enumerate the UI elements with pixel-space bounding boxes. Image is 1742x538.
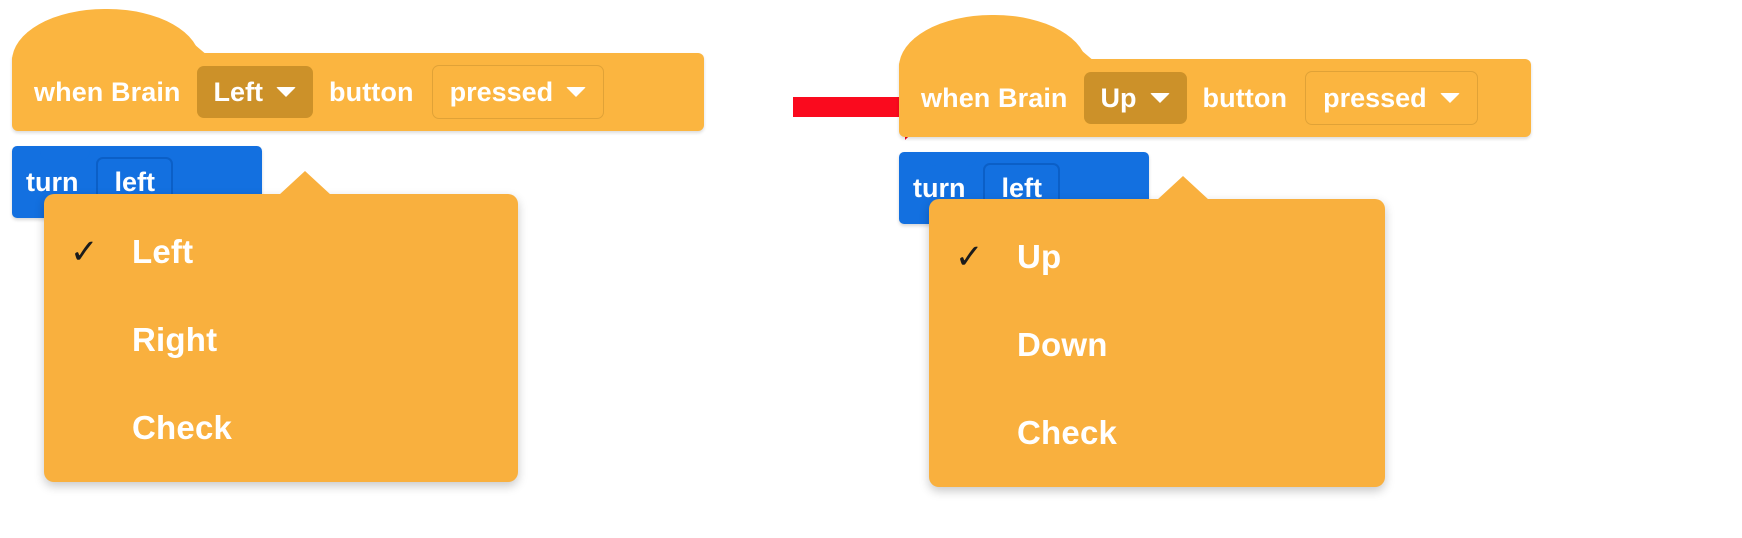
brain-button-value: Up [1100, 82, 1137, 113]
menu-item-label: Up [1017, 238, 1062, 275]
menu-item-right[interactable]: Right [44, 296, 518, 384]
turn-direction-value: left [1001, 172, 1042, 203]
turn-direction-value: left [114, 166, 155, 197]
chevron-down-icon [566, 87, 587, 97]
menu-item-label: Left [132, 233, 194, 270]
block-notch [927, 152, 977, 166]
hat-block-cap [899, 15, 1087, 67]
brain-event-dropdown[interactable]: pressed [1305, 71, 1478, 125]
brain-button-dropdown[interactable]: Up [1083, 72, 1187, 124]
chevron-down-icon [1439, 93, 1460, 103]
menu-item-label: Check [1017, 414, 1118, 451]
when-brain-button-pressed-block[interactable]: when Brain Left button pressed [12, 9, 704, 131]
hat-block-cap [12, 9, 200, 61]
menu-item-check[interactable]: Check [44, 384, 518, 472]
hat-middle-label: button [329, 76, 414, 107]
hat-middle-label: button [1202, 82, 1288, 113]
menu-pointer [279, 171, 331, 195]
button-select-menu[interactable]: ✓ Up Down Check [929, 176, 1385, 487]
check-icon: ✓ [955, 238, 984, 276]
hat-prefix-label: when Brain [921, 82, 1068, 113]
brain-button-value: Left [213, 76, 264, 107]
menu-item-up[interactable]: ✓ Up [929, 213, 1385, 301]
turn-block-label: turn [913, 172, 966, 203]
chevron-down-icon [276, 87, 297, 97]
brain-event-value: pressed [1323, 82, 1427, 113]
chevron-down-icon [1149, 93, 1170, 103]
brain-event-value: pressed [449, 76, 554, 107]
menu-item-label: Check [132, 409, 233, 446]
check-icon: ✓ [70, 233, 99, 271]
menu-item-left[interactable]: ✓ Left [44, 208, 518, 296]
menu-item-check[interactable]: Check [929, 389, 1385, 477]
hat-prefix-label: when Brain [34, 76, 181, 107]
when-brain-button-pressed-block[interactable]: when Brain Up button pressed [899, 15, 1531, 137]
brain-button-dropdown[interactable]: Left [196, 66, 314, 118]
menu-item-label: Right [132, 321, 218, 358]
menu-pointer [1157, 176, 1209, 200]
menu-item-label: Down [1017, 326, 1108, 363]
block-notch [40, 146, 90, 160]
turn-block-label: turn [26, 166, 79, 197]
button-select-menu[interactable]: ✓ Left Right Check [44, 171, 518, 482]
brain-event-dropdown[interactable]: pressed [431, 65, 605, 119]
transition-arrow-icon [793, 74, 939, 140]
menu-item-down[interactable]: Down [929, 301, 1385, 389]
